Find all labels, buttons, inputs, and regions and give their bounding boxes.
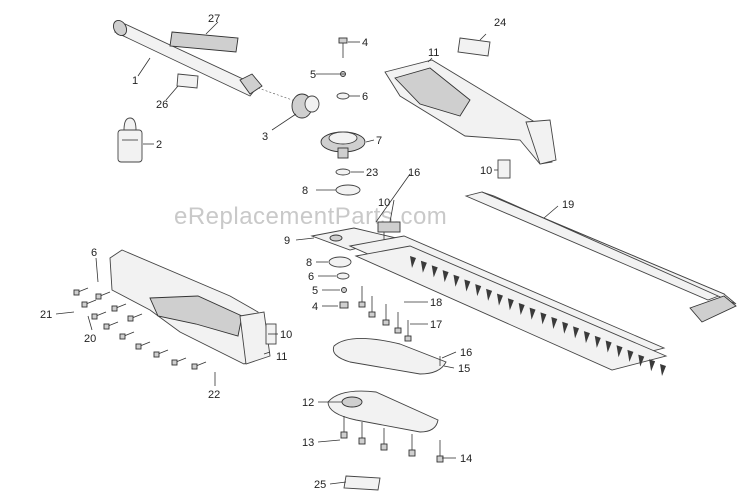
callout-19: 19 (562, 199, 574, 211)
part-connector (117, 117, 143, 163)
callout-13: 13 (302, 437, 314, 449)
leader-lines (55, 21, 559, 485)
callout-10-mid: 10 (378, 197, 390, 209)
callout-12: 12 (302, 397, 314, 409)
callout-labels: 27 1 26 2 3 4 5 6 7 23 8 11 24 10 16 10 … (40, 13, 574, 491)
callout-27: 27 (208, 13, 220, 25)
part-gear-cover-12 (327, 390, 439, 433)
part-lower-fastener-stack (328, 256, 352, 309)
callout-25: 25 (314, 479, 326, 491)
callout-1: 1 (132, 75, 138, 87)
part-shaft-tube (112, 20, 299, 103)
callout-5-top: 5 (310, 69, 316, 81)
callout-5-low: 5 (312, 285, 318, 297)
watermark-text: eReplacementParts.com (174, 203, 447, 230)
callout-9: 9 (284, 235, 290, 247)
part-screw-top (336, 37, 350, 100)
callout-21: 21 (40, 309, 52, 321)
callout-14: 14 (460, 453, 472, 465)
part-label-27 (169, 31, 239, 53)
callout-22: 22 (208, 389, 220, 401)
part-housing-left (109, 249, 271, 365)
callout-18: 18 (430, 297, 442, 309)
callout-8-top: 8 (302, 185, 308, 197)
part-pinion (291, 93, 320, 119)
callout-6-top: 6 (362, 91, 368, 103)
callout-4-low: 4 (312, 301, 318, 313)
part-gasket-15 (332, 338, 447, 375)
part-blade-guard (464, 191, 737, 323)
callout-6-low: 6 (308, 271, 314, 283)
callout-16-low: 16 (460, 347, 472, 359)
part-washer-8-top (335, 184, 361, 196)
callout-4-top: 4 (362, 37, 368, 49)
part-blade-assembly (348, 235, 668, 376)
callout-7: 7 (376, 135, 382, 147)
callout-20: 20 (84, 333, 96, 345)
callout-24: 24 (494, 17, 506, 29)
callout-26: 26 (156, 99, 168, 111)
callout-11-left: 11 (276, 351, 287, 363)
callout-23: 23 (366, 167, 378, 179)
part-label-24 (457, 37, 491, 57)
callout-10-left: 10 (280, 329, 292, 341)
callout-11-top: 11 (428, 47, 439, 59)
callout-16-top: 16 (408, 167, 420, 179)
callout-17: 17 (430, 319, 442, 331)
part-label-25 (343, 475, 381, 491)
part-label-26 (176, 73, 199, 89)
part-rivets (358, 286, 412, 342)
part-pad-10-top (497, 159, 511, 179)
part-screws-left (73, 287, 207, 370)
callout-6-left: 6 (91, 247, 97, 259)
part-washer-23 (335, 168, 351, 176)
callout-15: 15 (458, 363, 470, 375)
part-gear (320, 131, 366, 159)
callout-10-top: 10 (480, 165, 492, 177)
callout-3: 3 (262, 131, 268, 143)
callout-8-low: 8 (306, 257, 312, 269)
part-pad-10-mid (377, 221, 401, 233)
part-screws-bottom (340, 416, 444, 463)
part-housing-top (384, 59, 557, 165)
callout-2: 2 (156, 139, 162, 151)
